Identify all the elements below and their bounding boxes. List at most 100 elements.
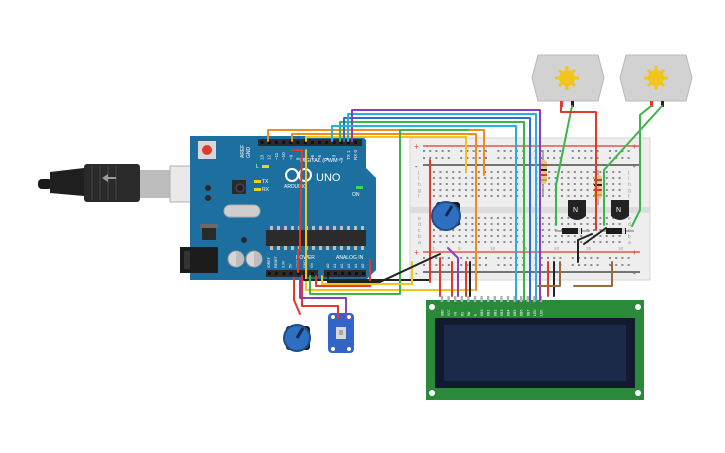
digital-pin-hole[interactable]: [282, 141, 286, 144]
lcd-pin[interactable]: [526, 296, 529, 302]
analog-pin-hole[interactable]: [341, 272, 344, 275]
digital-pin-hole[interactable]: [260, 141, 264, 144]
digital-pin-label: 4: [324, 157, 329, 160]
tx-label: TX: [262, 179, 269, 185]
lcd-pin[interactable]: [440, 296, 444, 302]
power-pin-label: 5V: [289, 263, 293, 268]
rail-plus-left-top: +: [414, 142, 419, 151]
lcd-pin-label: DB6: [520, 310, 524, 317]
digital-pin-hole[interactable]: [296, 141, 300, 144]
digital-pin-hole[interactable]: [332, 141, 336, 144]
lcd-pin[interactable]: [500, 296, 503, 302]
lcd-pin[interactable]: [533, 296, 536, 302]
lcd-pin[interactable]: [467, 296, 470, 302]
wire-black-2: [327, 253, 441, 283]
column-number: 20: [554, 246, 560, 251]
wire-red-external-pot: [293, 277, 301, 315]
analog-pin-hole[interactable]: [348, 272, 351, 275]
row-letter: d: [628, 222, 631, 228]
lcd-pin[interactable]: [480, 296, 483, 302]
digital-pin-hole[interactable]: [318, 141, 322, 144]
analog-pin-hole[interactable]: [327, 272, 330, 275]
row-letter: c: [418, 228, 421, 234]
digital-pin-hole[interactable]: [274, 141, 278, 144]
lcd-pin[interactable]: [460, 296, 463, 302]
arduino-brand: ARDUINO: [284, 184, 307, 190]
row-letter: i: [628, 176, 629, 182]
potentiometer-breadboard[interactable]: [431, 201, 461, 231]
power-pin-hole[interactable]: [296, 272, 300, 275]
temperature-sensor: [328, 313, 354, 353]
lcd-pin[interactable]: [447, 296, 450, 302]
tx-led: [254, 180, 261, 183]
reset-button-cap[interactable]: [202, 145, 212, 155]
wire-red-analog: [315, 259, 371, 287]
power-pin-hole[interactable]: [268, 272, 271, 275]
lcd-pin[interactable]: [520, 296, 523, 302]
lcd-mount-hole: [635, 304, 641, 310]
digital-pin-label: RX 0: [353, 149, 358, 160]
analog-pin-hole[interactable]: [334, 272, 337, 275]
row-letter: d: [418, 222, 421, 228]
digital-pin-hole[interactable]: [339, 141, 343, 144]
analog-pin-hole[interactable]: [355, 272, 358, 275]
power-pin-hole[interactable]: [289, 272, 293, 275]
lcd-pin[interactable]: [493, 296, 496, 302]
digital-pin-label: 12: [267, 154, 272, 160]
wire-black-diode: [577, 233, 593, 263]
lcd-pin-label: V0: [454, 312, 458, 316]
lcd-pin-label: E: [474, 314, 478, 316]
analog-pin-label: A2: [340, 264, 344, 268]
power-pin-hole[interactable]: [282, 272, 286, 275]
digital-pin-hole[interactable]: [325, 141, 329, 144]
digital-pin-hole[interactable]: [354, 141, 358, 144]
lcd-pin[interactable]: [487, 296, 490, 302]
lcd-pin[interactable]: [454, 296, 457, 302]
rail-plus-right-bottom: +: [632, 248, 637, 257]
digital-pin-label: 8: [296, 157, 301, 160]
analog-pin-hole[interactable]: [362, 272, 365, 275]
rail-minus-right-bottom: -: [633, 269, 636, 278]
wires: [267, 105, 663, 319]
digital-pin-hole[interactable]: [310, 141, 314, 144]
lcd-pin[interactable]: [513, 296, 516, 302]
wire-blue-1: [343, 117, 531, 301]
lcd-mount-hole: [635, 390, 641, 396]
transistor-1: N: [568, 200, 586, 220]
row-letter: e: [418, 216, 421, 222]
lcd-pin-label: DB1: [487, 310, 491, 317]
power-pin-label: Vin: [310, 263, 314, 268]
power-pin-hole[interactable]: [275, 272, 279, 275]
usb-cable: [38, 164, 207, 203]
potentiometer-external[interactable]: [283, 324, 311, 352]
digital-label: DIGITAL (PWM~): [300, 158, 343, 164]
column-number: 30: [618, 246, 624, 251]
analog-pin-label: A4: [354, 264, 358, 268]
gnd-label: GND: [246, 147, 252, 159]
digital-pin-hole[interactable]: [289, 141, 293, 144]
lcd-pin-label: DB7: [526, 310, 530, 317]
digital-pin-hole[interactable]: [303, 141, 307, 144]
lcd-pin[interactable]: [506, 296, 510, 302]
power-pin-hole[interactable]: [311, 272, 315, 275]
digital-pin-hole[interactable]: [267, 141, 271, 144]
wire-purple-lcd: [447, 247, 459, 297]
lcd-pin-label: DB5: [513, 310, 517, 317]
transistor-2-label: N: [616, 207, 621, 214]
row-letter: g: [628, 188, 631, 194]
digital-pin-hole[interactable]: [346, 141, 350, 144]
wire-green-motor-2b: [631, 105, 652, 227]
wire-yellow-1: [305, 136, 467, 173]
wire-red-sensor: [301, 275, 339, 319]
lcd-pin-label: GND: [441, 310, 445, 317]
rail-minus-right-top: -: [633, 162, 636, 171]
rx-led: [254, 188, 261, 191]
row-letter: e: [628, 216, 631, 222]
wire-orange-1: [267, 129, 485, 176]
row-letter: a: [628, 240, 631, 246]
analog-pin-label: A5: [361, 264, 365, 268]
column-number: 1: [433, 246, 436, 251]
diode-1: [555, 228, 590, 234]
lcd-pin[interactable]: [473, 296, 477, 302]
